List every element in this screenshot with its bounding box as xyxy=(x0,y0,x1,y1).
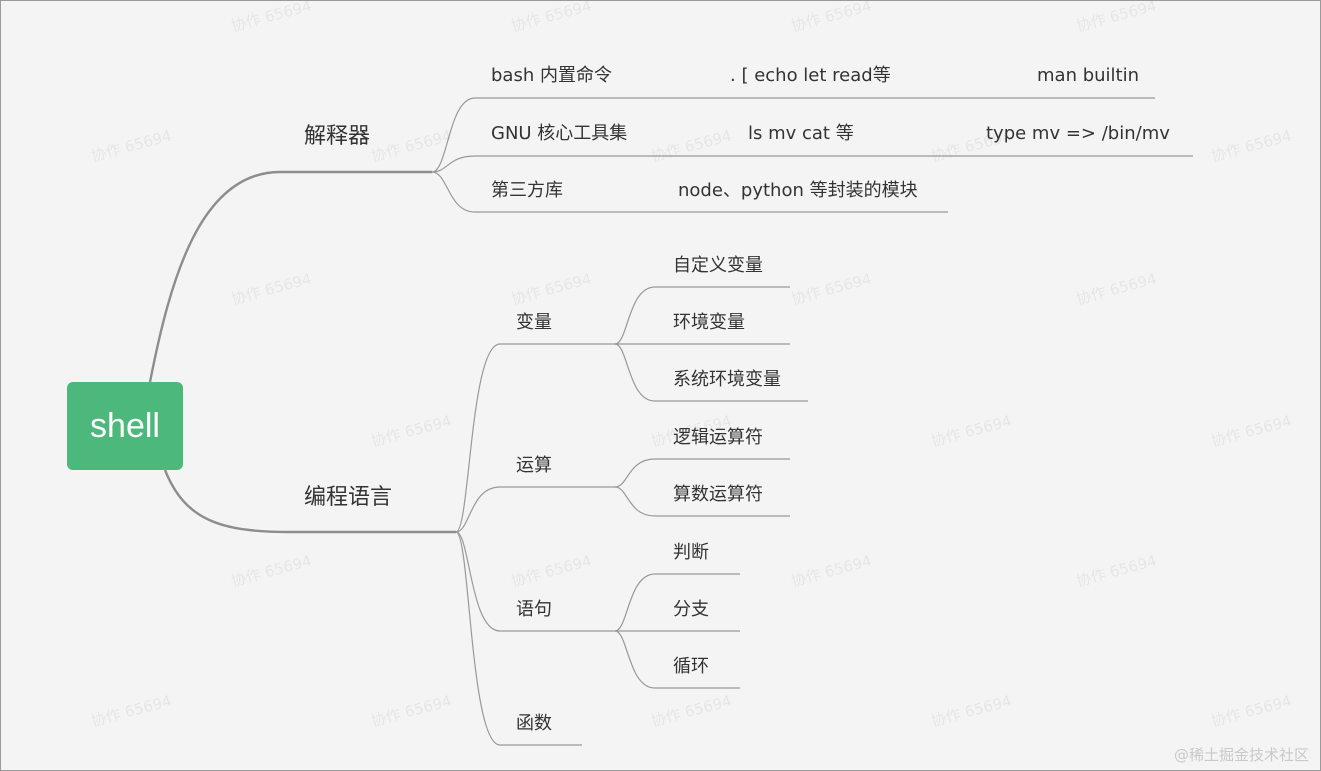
connector-gnu xyxy=(431,155,1193,173)
node-statements[interactable]: 语句 xyxy=(516,599,552,620)
footer-credit: @稀土掘金技术社区 xyxy=(1173,746,1309,764)
node-custom-variables[interactable]: 自定义变量 xyxy=(673,255,763,276)
node-operations[interactable]: 运算 xyxy=(516,455,552,476)
node-functions[interactable]: 函数 xyxy=(516,713,552,734)
root-label: shell xyxy=(90,406,160,445)
connector-statements xyxy=(455,531,615,632)
node-env-variables[interactable]: 环境变量 xyxy=(673,312,745,333)
connector-operations xyxy=(455,486,615,533)
node-arithmetic-operators[interactable]: 算数运算符 xyxy=(673,484,763,505)
node-branch[interactable]: 分支 xyxy=(673,599,709,620)
connector-op-logic xyxy=(614,458,790,488)
node-third-party-libs[interactable]: 第三方库 xyxy=(491,180,563,201)
connector-thirdparty xyxy=(431,171,948,213)
node-loop[interactable]: 循环 xyxy=(673,656,709,677)
connector-var-sysenv xyxy=(614,343,808,402)
connector-functions xyxy=(455,531,582,746)
node-logical-operators[interactable]: 逻辑运算符 xyxy=(673,427,763,448)
connector-variables xyxy=(455,343,615,533)
connector-st-loop xyxy=(614,630,740,689)
node-gnu-coreutils-extra[interactable]: type mv => /bin/mv xyxy=(986,123,1170,144)
node-interpreter[interactable]: 解释器 xyxy=(304,124,371,149)
connector-var-custom xyxy=(614,286,790,345)
node-programming-language[interactable]: 编程语言 xyxy=(304,485,393,510)
node-conditional[interactable]: 判断 xyxy=(673,542,709,563)
connector-bash xyxy=(431,97,1155,173)
node-system-env-variables[interactable]: 系统环境变量 xyxy=(673,369,781,390)
connector-root-programming xyxy=(163,469,456,534)
node-bash-builtins-detail[interactable]: . [ echo let read等 xyxy=(730,65,891,86)
node-bash-builtins[interactable]: bash 内置命令 xyxy=(491,65,612,86)
node-gnu-coreutils-detail[interactable]: ls mv cat 等 xyxy=(748,123,854,144)
connector-root-interpreter xyxy=(148,170,432,383)
node-bash-builtins-extra[interactable]: man builtin xyxy=(1037,65,1139,86)
node-third-party-libs-detail[interactable]: node、python 等封装的模块 xyxy=(678,180,918,201)
connector-op-arith xyxy=(614,486,790,517)
node-gnu-coreutils[interactable]: GNU 核心工具集 xyxy=(491,123,628,144)
connector-st-if xyxy=(614,573,740,632)
root-node[interactable]: shell xyxy=(67,382,183,470)
node-variables[interactable]: 变量 xyxy=(516,312,552,333)
